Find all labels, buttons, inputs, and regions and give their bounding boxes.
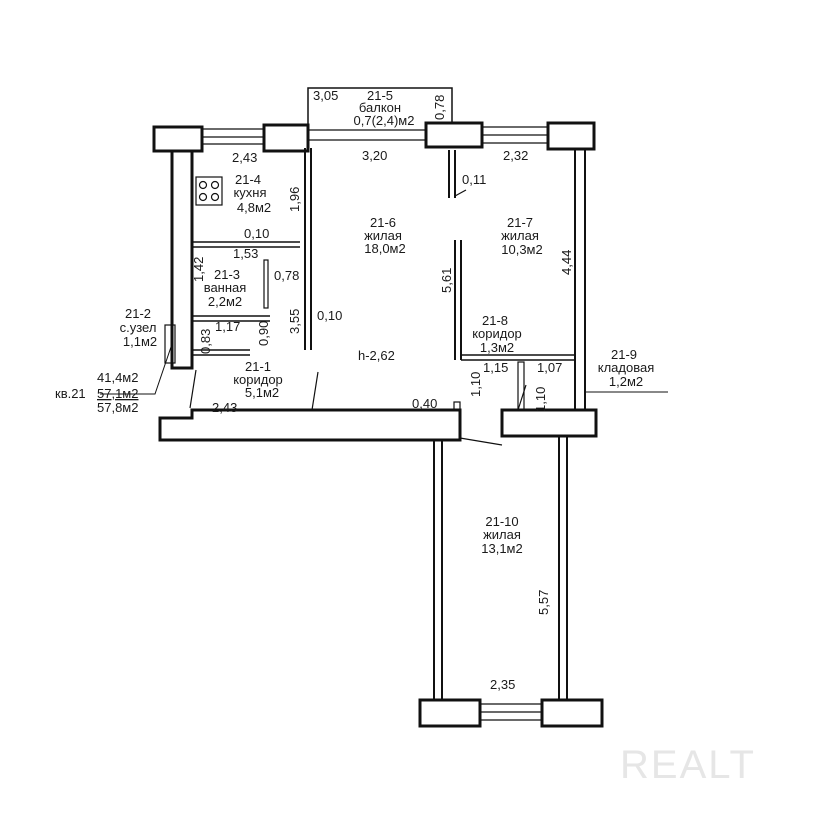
svg-text:ванная: ванная xyxy=(204,280,247,295)
svg-text:1,1м2: 1,1м2 xyxy=(123,334,157,349)
svg-text:13,1м2: 13,1м2 xyxy=(481,541,522,556)
svg-text:1,15: 1,15 xyxy=(483,360,508,375)
room-21-9: 21-9 кладовая 1,2м2 xyxy=(598,347,655,389)
svg-text:21-2: 21-2 xyxy=(125,306,151,321)
svg-text:0,10: 0,10 xyxy=(244,226,269,241)
svg-text:4,44: 4,44 xyxy=(559,250,574,275)
svg-text:3,05: 3,05 xyxy=(313,88,338,103)
svg-text:2,35: 2,35 xyxy=(490,677,515,692)
svg-text:21-6: 21-6 xyxy=(370,215,396,230)
svg-text:0,90: 0,90 xyxy=(256,321,271,346)
walls xyxy=(100,87,668,728)
svg-text:1,2м2: 1,2м2 xyxy=(609,374,643,389)
room-21-8: 21-8 коридор 1,3м2 xyxy=(472,313,522,355)
svg-text:21-5: 21-5 xyxy=(367,88,393,103)
svg-text:1,53: 1,53 xyxy=(233,246,258,261)
watermark: REALT xyxy=(620,743,756,787)
living-area: 41,4м2 xyxy=(97,370,138,385)
svg-text:коридор: коридор xyxy=(233,372,283,387)
apartment-label: кв.21 xyxy=(55,386,86,401)
ceiling-height: h-2,62 xyxy=(358,348,395,363)
svg-text:2,32: 2,32 xyxy=(503,148,528,163)
svg-text:жилая: жилая xyxy=(501,228,539,243)
svg-text:0,40: 0,40 xyxy=(412,396,437,411)
svg-text:жилая: жилая xyxy=(483,527,521,542)
svg-text:21-3: 21-3 xyxy=(214,267,240,282)
svg-text:21-4: 21-4 xyxy=(235,172,261,187)
svg-text:1,17: 1,17 xyxy=(215,319,240,334)
svg-text:кладовая: кладовая xyxy=(598,360,655,375)
svg-text:2,43: 2,43 xyxy=(232,150,257,165)
room-21-1: 21-1 коридор 5,1м2 xyxy=(233,359,283,400)
svg-text:21-7: 21-7 xyxy=(507,215,533,230)
svg-text:3,55: 3,55 xyxy=(287,309,302,334)
svg-text:балкон: балкон xyxy=(359,100,401,115)
svg-text:0,7(2,4)м2: 0,7(2,4)м2 xyxy=(354,113,415,128)
svg-text:0,78: 0,78 xyxy=(432,95,447,120)
room-21-6: 21-6 жилая 18,0м2 xyxy=(364,215,406,256)
room-21-4: 21-4 кухня 4,8м2 xyxy=(233,172,271,215)
apartment-summary: кв.21 41,4м2 57,1м2 57,8м2 h-2,62 xyxy=(55,348,395,415)
svg-text:0,83: 0,83 xyxy=(198,329,213,354)
svg-text:21-8: 21-8 xyxy=(482,313,508,328)
svg-text:1,42: 1,42 xyxy=(191,257,206,282)
total-with-balcony: 57,8м2 xyxy=(97,400,138,415)
room-21-7: 21-7 жилая 10,3м2 xyxy=(501,215,543,257)
svg-text:коридор: коридор xyxy=(472,326,522,341)
room-21-2: 21-2 с.узел 1,1м2 xyxy=(120,306,158,349)
stove-icon xyxy=(195,176,223,206)
svg-text:жилая: жилая xyxy=(364,228,402,243)
svg-text:1,10: 1,10 xyxy=(468,372,483,397)
svg-text:1,3м2: 1,3м2 xyxy=(480,340,514,355)
svg-text:2,2м2: 2,2м2 xyxy=(208,294,242,309)
svg-text:0,78: 0,78 xyxy=(274,268,299,283)
svg-text:18,0м2: 18,0м2 xyxy=(364,241,405,256)
svg-text:5,61: 5,61 xyxy=(439,268,454,293)
svg-text:1,96: 1,96 xyxy=(287,187,302,212)
svg-text:2,43: 2,43 xyxy=(212,400,237,415)
svg-text:5,57: 5,57 xyxy=(536,590,551,615)
svg-text:10,3м2: 10,3м2 xyxy=(501,242,542,257)
svg-text:21-9: 21-9 xyxy=(611,347,637,362)
svg-text:0,11: 0,11 xyxy=(462,172,486,187)
svg-text:0,10: 0,10 xyxy=(317,308,342,323)
svg-text:1,07: 1,07 xyxy=(537,360,562,375)
svg-text:21-1: 21-1 xyxy=(245,359,271,374)
room-21-3: 21-3 ванная 2,2м2 xyxy=(204,267,247,309)
svg-text:кухня: кухня xyxy=(233,185,266,200)
dimensions: 3,05 2,43 3,20 2,32 0,11 0,10 1,53 0,78 … xyxy=(191,88,574,692)
svg-text:с.узел: с.узел xyxy=(120,320,157,335)
svg-text:5,1м2: 5,1м2 xyxy=(245,385,279,400)
room-21-5: 21-5 балкон 0,7(2,4)м2 xyxy=(354,88,415,128)
svg-text:21-10: 21-10 xyxy=(485,514,518,529)
total-area: 57,1м2 xyxy=(97,386,138,401)
svg-text:1,10: 1,10 xyxy=(533,387,548,412)
room-21-10: 21-10 жилая 13,1м2 xyxy=(481,514,522,556)
svg-text:3,20: 3,20 xyxy=(362,148,387,163)
svg-text:4,8м2: 4,8м2 xyxy=(237,200,271,215)
